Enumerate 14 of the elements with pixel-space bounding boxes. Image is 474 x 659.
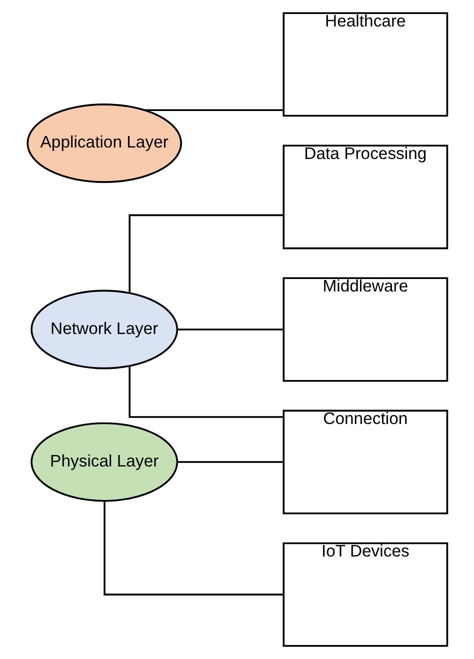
node-ellipse: Network Layer	[30, 290, 178, 370]
node-box: Connection	[282, 410, 448, 514]
node-ellipse: Physical Layer	[30, 422, 178, 502]
connector	[103, 501, 284, 596]
node-box: Middleware	[282, 277, 448, 382]
node-ellipse: Application Layer	[26, 104, 182, 183]
connector	[176, 328, 283, 330]
node-box: Data Processing	[282, 144, 448, 250]
connector	[144, 109, 284, 111]
node-box: IoT Devices	[282, 542, 448, 647]
connector	[176, 461, 283, 463]
connector	[128, 214, 284, 293]
node-box: Healthcare	[282, 12, 448, 117]
connector	[128, 366, 284, 418]
